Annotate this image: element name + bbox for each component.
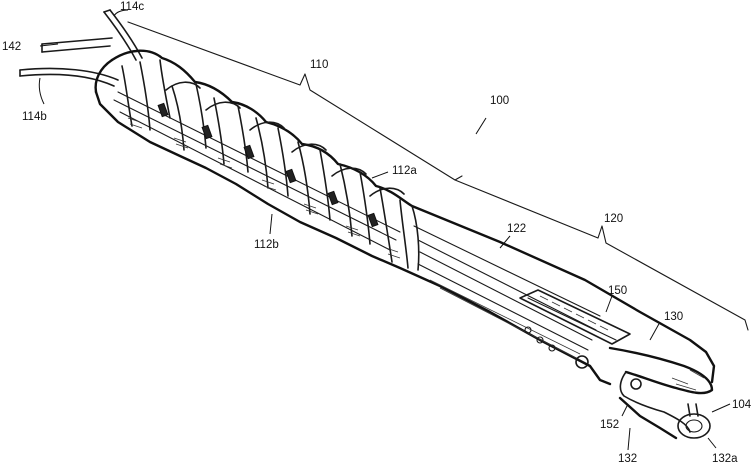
label-112b: 112b bbox=[254, 239, 279, 251]
jaw-assembly bbox=[610, 348, 712, 438]
label-120: 120 bbox=[604, 213, 623, 225]
window-150 bbox=[520, 290, 630, 368]
label-152: 152 bbox=[600, 419, 619, 431]
cable-114c bbox=[104, 10, 142, 60]
label-100: 100 bbox=[490, 95, 509, 107]
label-114b: 114b bbox=[22, 111, 47, 123]
label-142: 142 bbox=[2, 41, 21, 53]
label-132: 132 bbox=[618, 453, 637, 465]
segmented-section bbox=[114, 60, 408, 268]
label-122: 122 bbox=[507, 223, 526, 235]
label-132a: 132a bbox=[712, 453, 738, 465]
label-150: 150 bbox=[608, 285, 627, 297]
label-110: 110 bbox=[310, 59, 328, 71]
label-104: 104 bbox=[732, 399, 752, 411]
cable-114b bbox=[20, 68, 118, 86]
label-130: 130 bbox=[664, 311, 683, 323]
shaft-122 bbox=[412, 206, 600, 358]
label-112a: 112a bbox=[392, 165, 417, 177]
brace-120 bbox=[455, 180, 748, 330]
label-114c: 114c bbox=[120, 1, 144, 13]
